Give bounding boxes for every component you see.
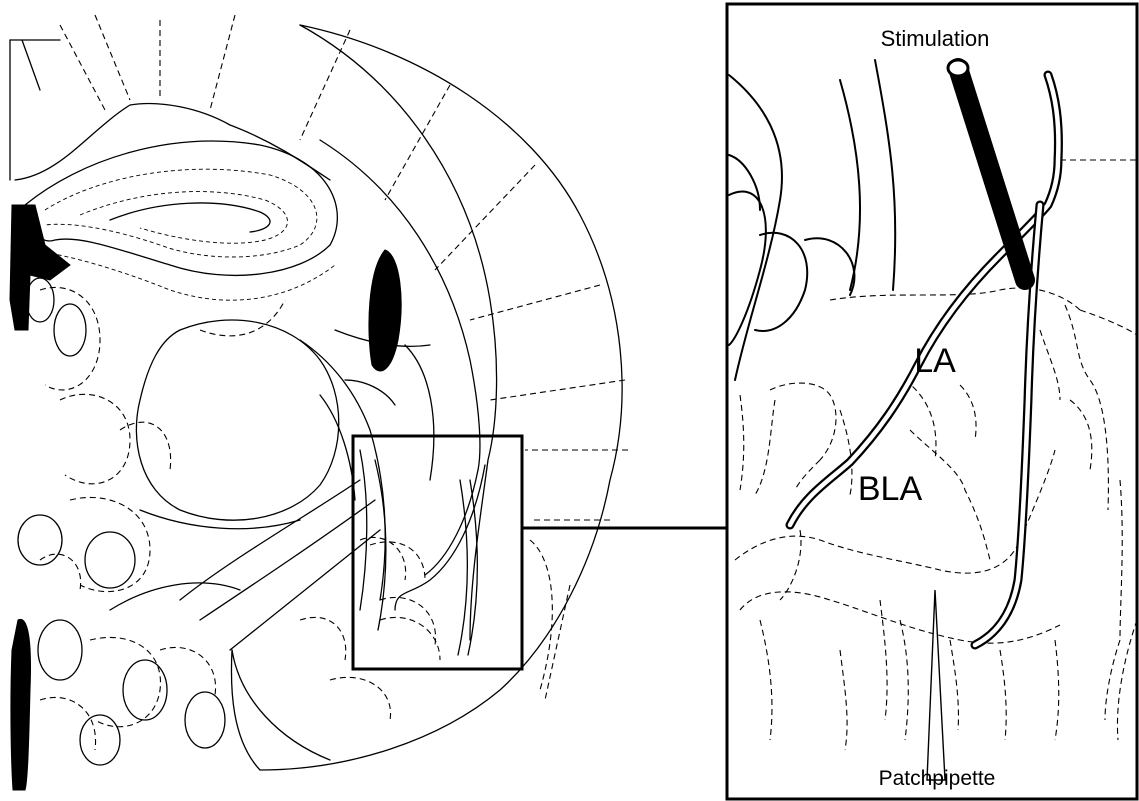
third-ventricle <box>11 619 31 790</box>
thalamus <box>136 320 338 520</box>
label-stimulation: Stimulation <box>881 26 990 51</box>
label-patchpipette: Patchpipette <box>879 767 996 790</box>
lateral-ventricle-left <box>10 205 70 330</box>
coronal-brain-section <box>10 15 628 790</box>
zoom-region-box <box>353 436 522 669</box>
label-la: LA <box>914 342 956 380</box>
magnified-panel: Stimulation LA BLA Patchpipette <box>727 4 1137 799</box>
label-bla: BLA <box>858 470 923 508</box>
lateral-ventricle-right <box>369 250 401 371</box>
cortex-outline <box>231 25 622 770</box>
midline-contour <box>15 104 330 180</box>
hippocampus <box>25 141 337 275</box>
